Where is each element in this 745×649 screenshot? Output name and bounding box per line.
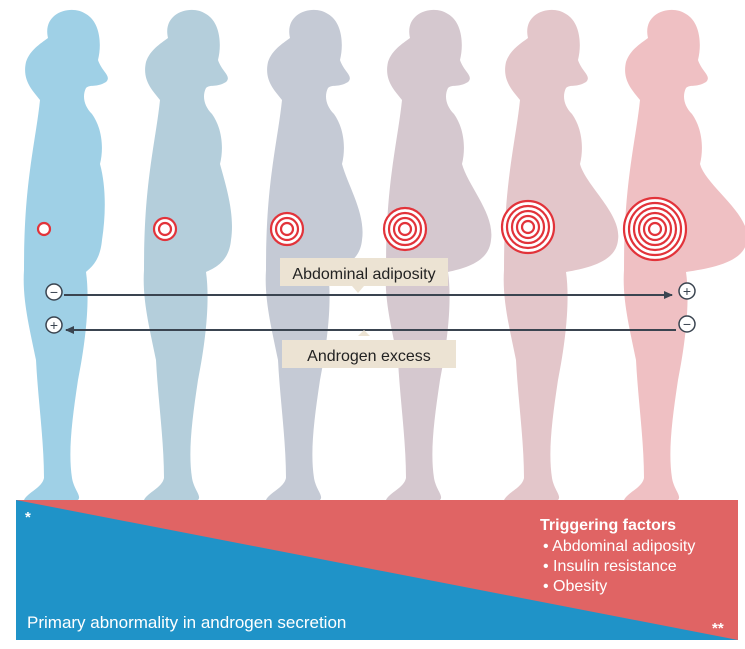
- triggering-item-insulin-resistance: • Insulin resistance: [543, 558, 677, 575]
- minus-sign-left-top: −: [45, 283, 63, 301]
- abdominal-fat-rings-3: [269, 211, 305, 247]
- androgen-excess-callout: Androgen excess: [282, 330, 456, 368]
- triggering-item-abdominal-adiposity: • Abdominal adiposity: [543, 538, 695, 555]
- double-asterisk-marker: **: [712, 620, 724, 637]
- abdominal-adiposity-callout: Abdominal adiposity: [280, 258, 448, 293]
- woman-silhouette-5: [500, 9, 619, 500]
- single-asterisk-marker: *: [25, 509, 31, 526]
- triggering-item-obesity: • Obesity: [543, 578, 607, 595]
- abdominal-fat-rings-6: [622, 196, 688, 262]
- triggering-factors-title: Triggering factors: [540, 517, 676, 534]
- svg-text:+: +: [683, 283, 691, 299]
- abdominal-adiposity-label: Abdominal adiposity: [292, 266, 435, 283]
- woman-silhouette-3: [265, 9, 363, 500]
- silhouettes-row: [23, 9, 745, 500]
- woman-silhouette-2: [143, 9, 232, 500]
- plus-sign-left-bottom: +: [45, 316, 63, 334]
- primary-abnormality-label: Primary abnormality in androgen secretio…: [27, 613, 346, 632]
- androgen-excess-label: Androgen excess: [307, 348, 431, 365]
- svg-text:−: −: [683, 316, 691, 332]
- minus-sign-right-bottom: −: [678, 315, 696, 333]
- svg-text:−: −: [50, 284, 58, 300]
- plus-sign-right-top: +: [678, 282, 696, 300]
- bottom-band: * ** Primary abnormality in androgen sec…: [16, 500, 738, 640]
- abdominal-fat-rings-2: [152, 216, 178, 242]
- band-red: [16, 500, 738, 640]
- woman-silhouette-6: [622, 10, 745, 500]
- abdominal-fat-rings-1: [36, 221, 52, 237]
- abdominal-fat-rings-5: [500, 199, 556, 255]
- woman-silhouette-4: [382, 9, 492, 500]
- abdominal-fat-rings-4: [382, 206, 428, 252]
- woman-silhouette-1: [23, 9, 108, 500]
- svg-text:+: +: [50, 317, 58, 333]
